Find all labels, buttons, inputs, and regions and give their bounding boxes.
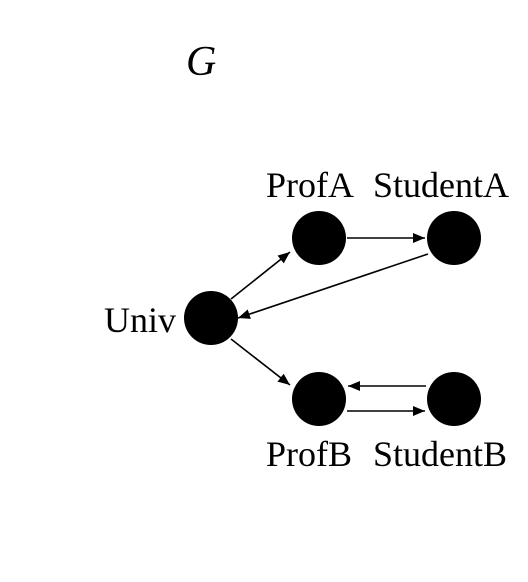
graph-title: G — [186, 39, 216, 85]
node-profb — [292, 372, 346, 426]
node-profa — [292, 211, 346, 265]
edge-studenta-to-univ — [237, 253, 429, 319]
edge-univ-to-profa — [230, 251, 291, 300]
node-studentb — [427, 372, 481, 426]
node-studenta — [427, 211, 481, 265]
node-label-univ: Univ — [104, 300, 176, 340]
node-univ — [184, 291, 238, 345]
node-label-profa: ProfA — [266, 165, 354, 205]
node-label-studentb: StudentB — [373, 434, 507, 474]
edge-univ-to-profb — [230, 338, 291, 386]
node-label-studenta: StudentA — [373, 165, 509, 205]
node-label-profb: ProfB — [266, 434, 352, 474]
